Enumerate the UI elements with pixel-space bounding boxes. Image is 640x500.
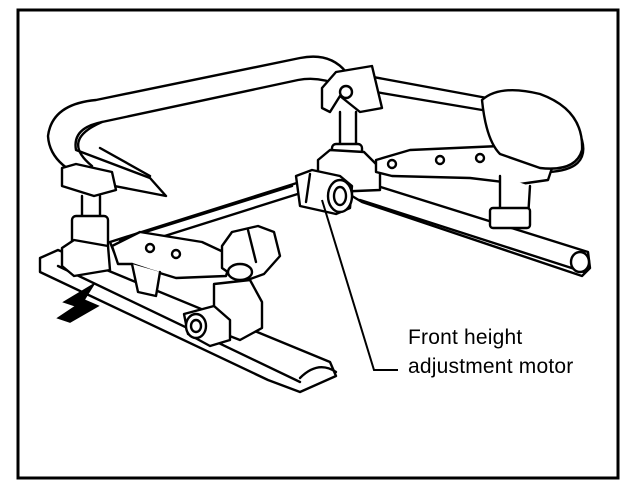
callout-label-line-2: adjustment motor (408, 355, 574, 378)
callout-label-line-1: Front height (408, 326, 523, 349)
callout-leader-line (321, 199, 398, 371)
frame-border (16, 8, 620, 480)
rear-right-cushion-bracket (480, 88, 584, 170)
front-left-post (60, 162, 118, 198)
front-left-bracket (60, 238, 112, 278)
indicator-arrow (56, 283, 100, 323)
front-height-adjustment-motor (294, 168, 354, 216)
lower-left-motor (182, 278, 264, 348)
